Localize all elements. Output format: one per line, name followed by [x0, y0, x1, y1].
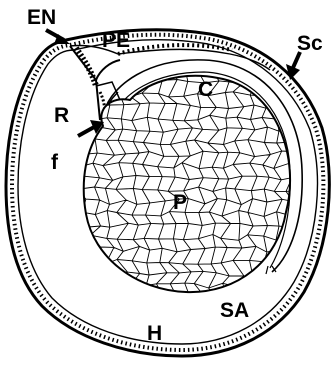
label-p: P: [173, 192, 187, 213]
label-r: R: [54, 105, 69, 126]
label-sa: SA: [220, 300, 249, 321]
label-en: EN: [27, 7, 56, 28]
label-c: C: [198, 79, 213, 100]
label-sc: Sc: [297, 33, 323, 54]
embryo-proper: [78, 67, 336, 300]
label-pe: PE: [102, 30, 130, 51]
label-f: f: [51, 152, 58, 173]
label-h: H: [147, 323, 162, 344]
